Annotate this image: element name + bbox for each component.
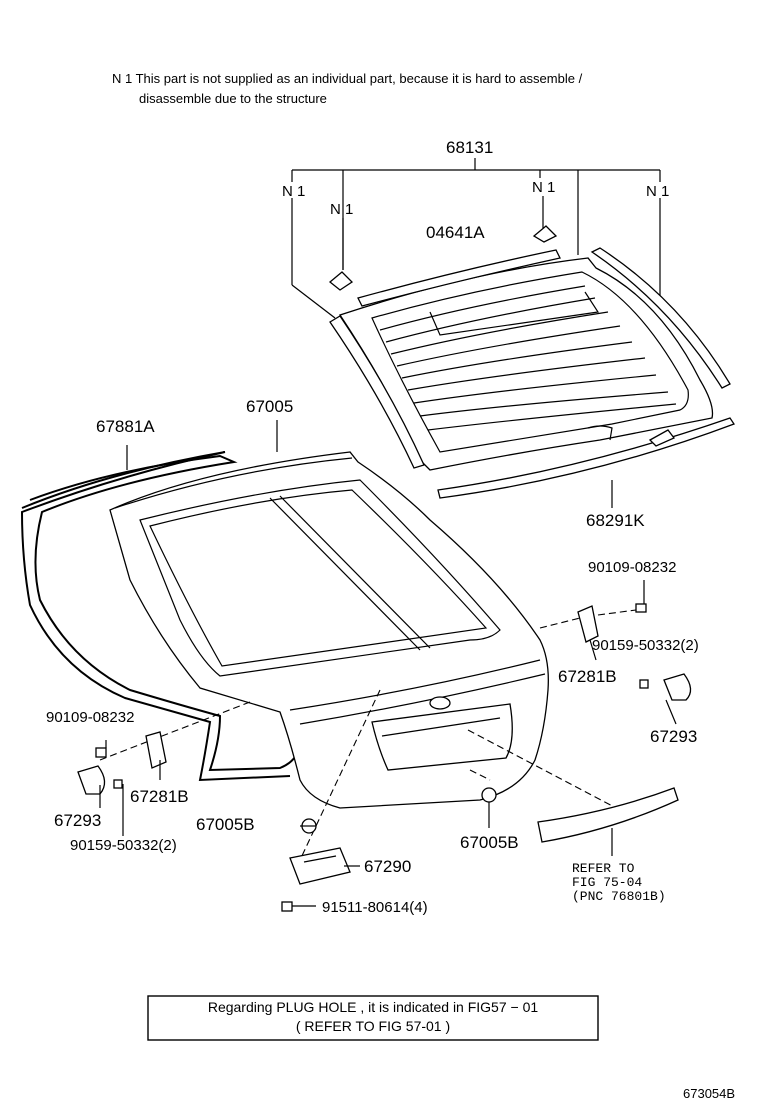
info-box-line-2: ( REFER TO FIG 57-01 ) (295, 1018, 451, 1034)
figure-id: 673054B (683, 1086, 735, 1101)
part-labels: 68131 N 1 N 1 N 1 N 1 04641A 67881A 6700… (46, 138, 699, 916)
label-67290: 67290 (364, 857, 411, 876)
label-67293-left: 67293 (54, 811, 101, 830)
label-67293-right: 67293 (650, 727, 697, 746)
label-91511-80614: 91511-80614(4) (322, 899, 428, 916)
back-door-panel (109, 420, 549, 809)
hardware (77, 580, 692, 912)
label-67281B-left: 67281B (130, 787, 189, 806)
info-box (147, 995, 599, 1041)
label-90109-08232-right: 90109-08232 (588, 559, 676, 576)
label-67881A: 67881A (96, 417, 155, 436)
label-n1-c: N 1 (532, 179, 555, 196)
label-04641A: 04641A (426, 223, 485, 242)
label-90159-50332-right: 90159-50332(2) (592, 637, 699, 654)
label-67005B-left: 67005B (196, 815, 255, 834)
label-90159-50332-left: 90159-50332(2) (70, 837, 177, 854)
refer-line-3: (PNC 76801B) (572, 889, 666, 904)
label-n1-b: N 1 (330, 201, 353, 218)
label-68131: 68131 (446, 138, 493, 157)
refer-line-1: REFER TO (572, 861, 635, 876)
rear-glass-assembly (291, 158, 735, 508)
note-line-2: disassemble due to the structure (139, 91, 327, 106)
label-68291K: 68291K (586, 511, 645, 530)
label-90109-08232-left: 90109-08232 (46, 709, 134, 726)
label-n1-d: N 1 (646, 183, 669, 200)
note-line-1: N 1 This part is not supplied as an indi… (112, 71, 583, 86)
info-box-line-1: Regarding PLUG HOLE , it is indicated in… (207, 999, 539, 1015)
label-67281B-right: 67281B (558, 667, 617, 686)
refer-line-2: FIG 75-04 (572, 875, 642, 890)
weatherstrip (20, 445, 301, 782)
label-n1-a: N 1 (282, 183, 305, 200)
label-67005B-right: 67005B (460, 833, 519, 852)
label-67005: 67005 (246, 397, 293, 416)
